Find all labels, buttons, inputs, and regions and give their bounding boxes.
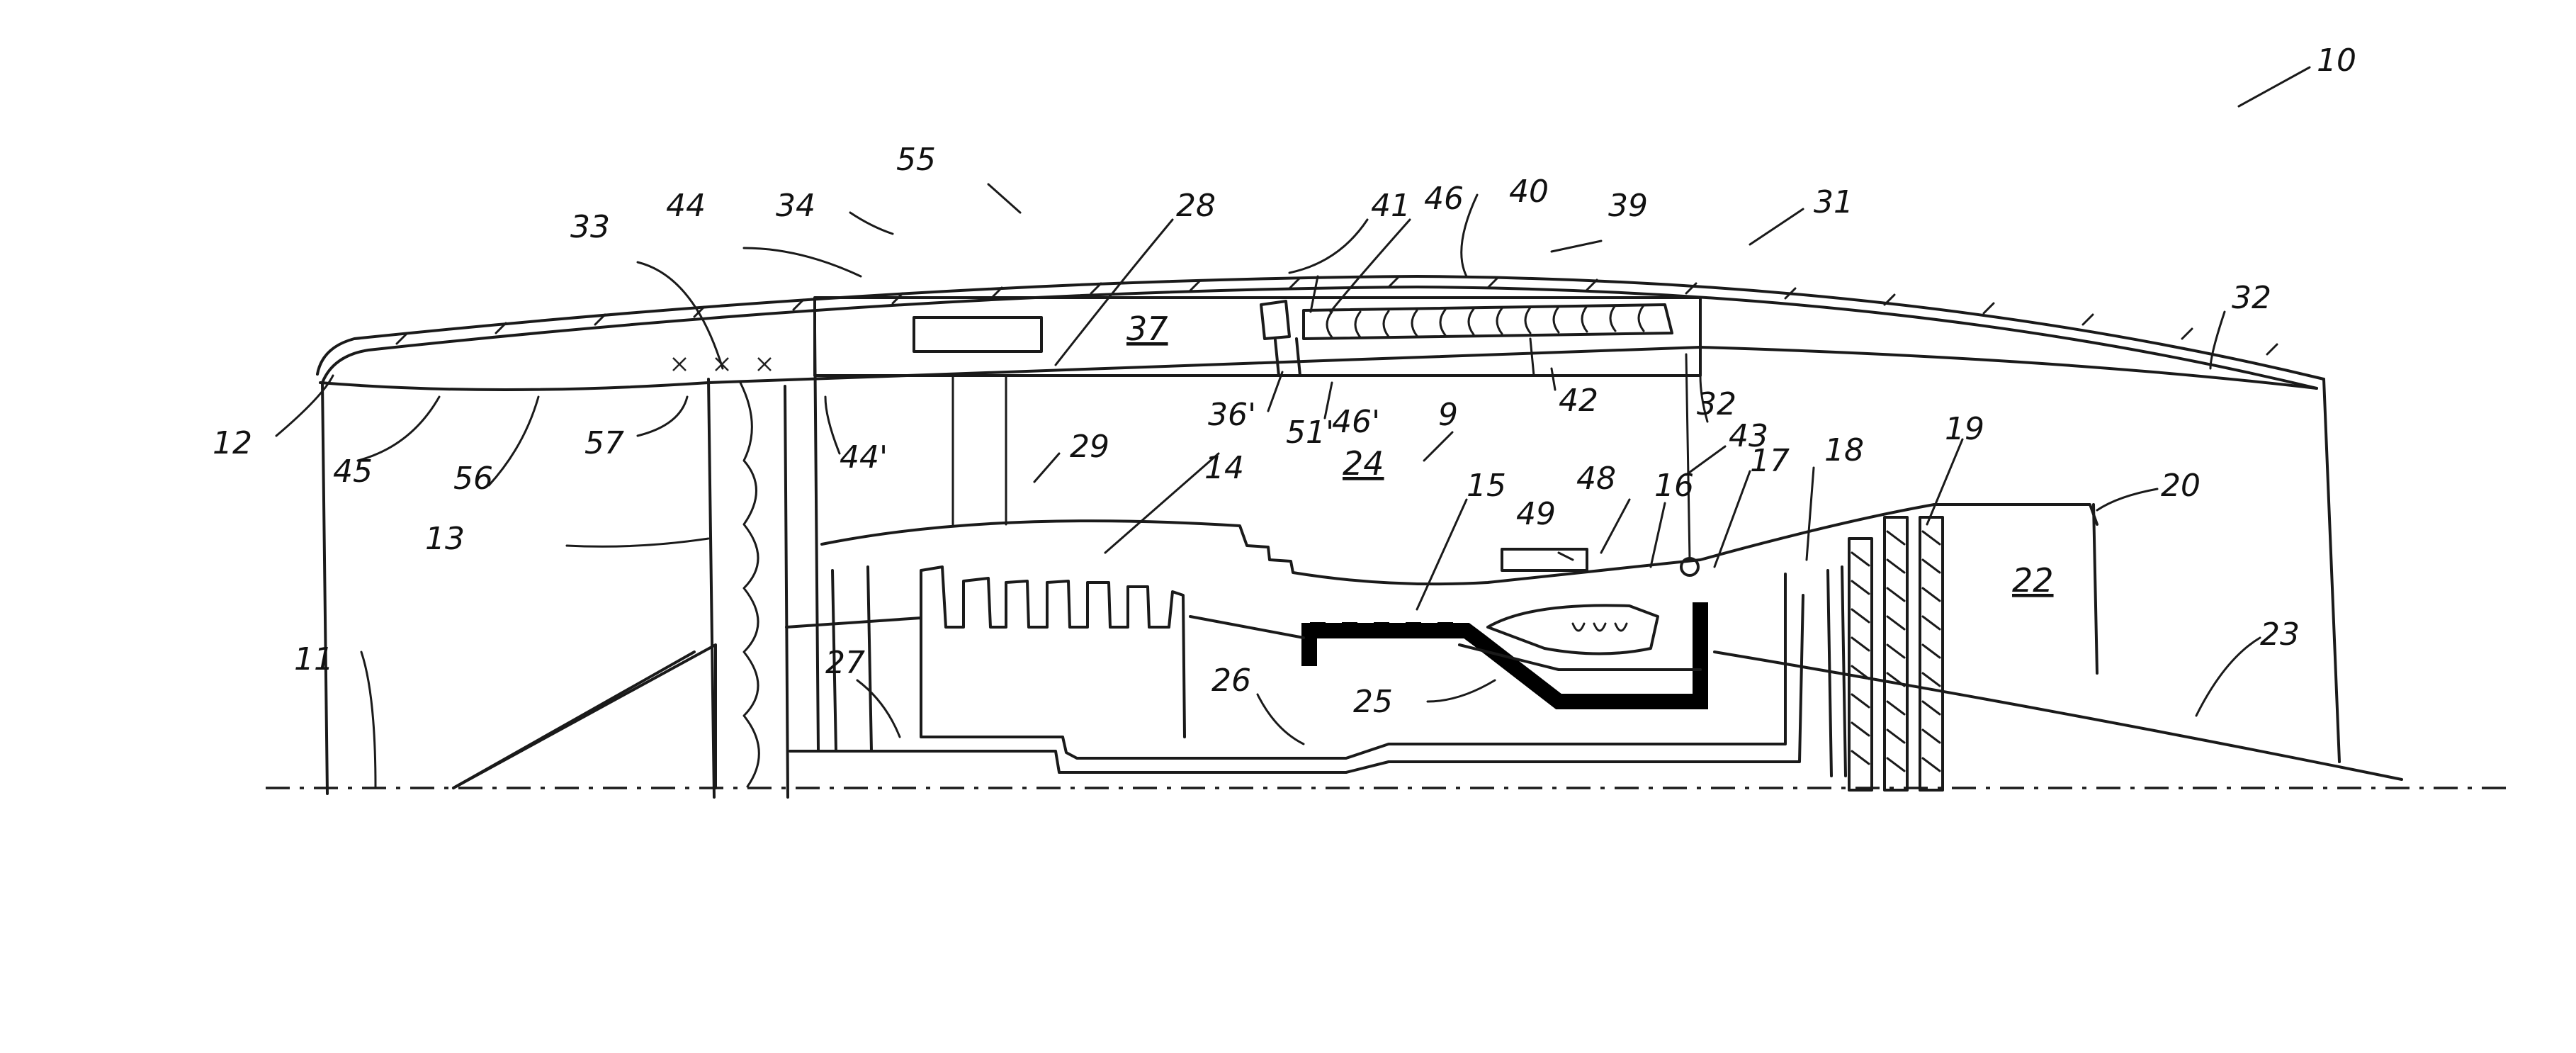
label-19: 19 xyxy=(1945,411,1984,447)
label-11: 11 xyxy=(294,641,334,677)
support-42 xyxy=(1530,339,1534,376)
exhaust-nozzle xyxy=(2094,505,2097,673)
label-12: 12 xyxy=(213,425,252,461)
label-15: 15 xyxy=(1467,468,1506,504)
label-9: 9 xyxy=(1438,397,1458,433)
label-29: 29 xyxy=(1070,429,1109,465)
combustor-chamber xyxy=(1488,605,1658,653)
label-44: 44 xyxy=(666,188,706,224)
hub-line xyxy=(453,652,694,788)
label-31: 31 xyxy=(1814,184,1853,220)
label-14: 14 xyxy=(1204,450,1244,486)
core-casing-bottom xyxy=(786,574,1785,758)
label-49: 49 xyxy=(1516,496,1556,532)
label-23: 23 xyxy=(2260,616,2300,653)
bypass-inner-wall xyxy=(815,330,818,751)
label-37: 37 xyxy=(1126,310,1168,348)
label-42: 42 xyxy=(1559,383,1598,419)
label-17: 17 xyxy=(1750,443,1790,479)
label-20: 20 xyxy=(2161,468,2201,504)
label-56: 56 xyxy=(453,461,493,497)
label-18: 18 xyxy=(1824,432,1864,468)
nacelle-rear-wall xyxy=(2324,379,2339,762)
label-28: 28 xyxy=(1176,188,1216,224)
fan-blade-contour xyxy=(740,383,759,787)
label-33: 33 xyxy=(570,209,610,245)
lp-shaft-housing xyxy=(790,595,1803,772)
nacelle-outer-skin xyxy=(317,276,2324,379)
label-46: 46 xyxy=(1424,181,1464,217)
label-24: 24 xyxy=(1343,444,1384,483)
fan-blade-front xyxy=(708,379,714,797)
label-32a: 32 xyxy=(2232,280,2271,316)
label-40: 40 xyxy=(1509,174,1549,210)
turbine-stages-19 xyxy=(1849,517,1943,790)
label-51p: 51' xyxy=(1286,415,1334,451)
actuator-48 xyxy=(1502,549,1587,570)
nacelle-lower-skin xyxy=(320,347,2317,390)
label-10: 10 xyxy=(2317,43,2356,79)
label-36p: 36' xyxy=(1208,397,1256,433)
cascade-hinge-41 xyxy=(1261,301,1289,339)
label-34: 34 xyxy=(776,188,815,224)
fan-blade-rear xyxy=(785,386,788,797)
nacelle-front-wall xyxy=(322,383,327,794)
label-48: 48 xyxy=(1576,461,1616,497)
label-32b: 32 xyxy=(1697,386,1736,422)
label-27: 27 xyxy=(825,645,865,681)
core-inner-wall-2 xyxy=(868,567,871,751)
compressor-stages xyxy=(921,567,1185,737)
cowl-strut-46 xyxy=(1311,276,1318,312)
exhaust-cone-23 xyxy=(1714,652,2402,779)
label-13: 13 xyxy=(425,521,465,557)
turbine-case-18b xyxy=(1842,567,1846,776)
label-16: 16 xyxy=(1654,468,1694,504)
label-55: 55 xyxy=(896,142,936,178)
label-25: 25 xyxy=(1353,684,1393,720)
actuator-block xyxy=(914,317,1041,351)
label-57: 57 xyxy=(584,425,624,461)
label-26: 26 xyxy=(1211,663,1251,699)
label-44p: 44' xyxy=(840,439,888,475)
combustor-waves xyxy=(1573,624,1627,631)
label-39: 39 xyxy=(1608,188,1648,224)
label-22: 22 xyxy=(2012,561,2054,599)
label-45: 45 xyxy=(333,454,373,490)
label-41: 41 xyxy=(1371,188,1411,224)
turbine-case-18 xyxy=(1828,570,1831,776)
link-36 xyxy=(1275,339,1300,376)
strut-32-43 xyxy=(1686,354,1690,560)
label-46p: 46' xyxy=(1332,404,1380,440)
